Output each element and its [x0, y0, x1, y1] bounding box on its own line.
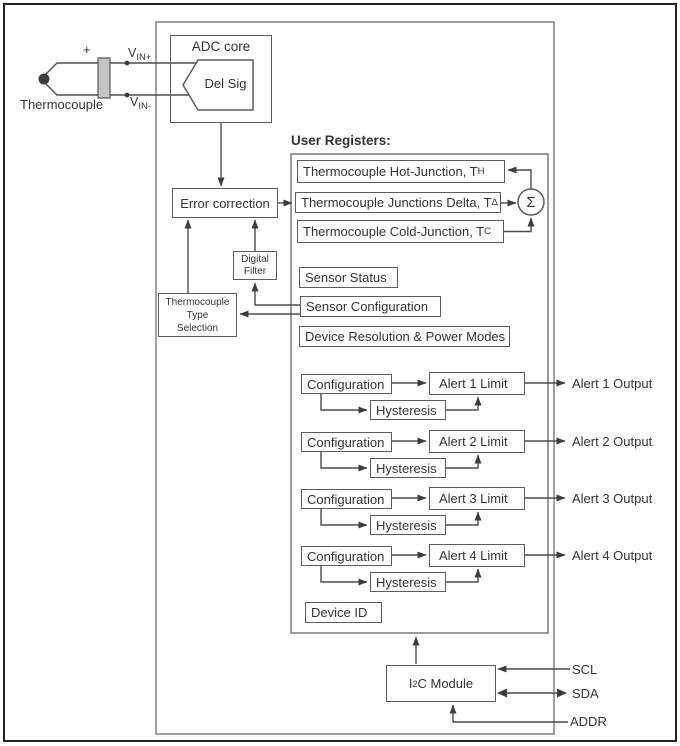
alert1-hysteresis-to-limit-arrow	[446, 396, 482, 411]
alert1-configuration-block: Configuration	[301, 374, 392, 394]
alert1-hysteresis-block: Hysteresis	[370, 400, 446, 420]
alert2-hysteresis-block: Hysteresis	[370, 458, 446, 478]
chip-boundary	[155, 21, 555, 735]
isolation-block	[97, 57, 111, 99]
error-correction-block: Error correction	[172, 188, 278, 218]
thermocouple-label: Thermocouple	[20, 97, 104, 112]
summation-symbol: Σ	[526, 194, 536, 211]
alert4-configuration-block: Configuration	[301, 546, 392, 566]
alert1-limit-block: Alert 1 Limit	[429, 372, 525, 395]
alert4-hysteresis-to-limit-arrow	[446, 568, 482, 583]
cold-junction-sub: C	[484, 226, 491, 237]
alert3-limit-block: Alert 3 Limit	[429, 487, 525, 510]
vin-pos-label: VIN+	[128, 46, 151, 63]
junctions-delta-text: Thermocouple Junctions Delta, T	[301, 195, 492, 210]
hot-junction-text: Thermocouple Hot-Junction, T	[303, 164, 478, 179]
alert3-hysteresis-to-limit-arrow	[446, 511, 482, 526]
adc-core-block: ADC core	[170, 35, 272, 123]
alert2-limit-block: Alert 2 Limit	[429, 430, 525, 453]
register-sensor-configuration: Sensor Configuration	[300, 296, 441, 317]
digital-filter-line1: Digital	[241, 253, 269, 265]
alert2-hysteresis-to-limit-arrow	[446, 454, 482, 469]
signal-arrows	[184, 123, 570, 723]
user-registers-boundary	[290, 153, 549, 634]
i2c-rest: C Module	[417, 676, 474, 691]
alert4-limit-block: Alert 4 Limit	[429, 544, 525, 567]
alert2-configuration-block: Configuration	[301, 432, 392, 452]
alert2-output-label: Alert 2 Output	[572, 434, 653, 449]
register-device-id: Device ID	[305, 602, 382, 623]
pin-sda-label: SDA	[572, 686, 599, 701]
vin-pos-base: V	[128, 46, 137, 60]
alert3-output-label: Alert 3 Output	[572, 491, 653, 506]
thermocouple-icon	[38, 57, 196, 99]
pin-scl-label: SCL	[572, 662, 598, 677]
tts-line1: Thermocouple	[165, 296, 230, 308]
junctions-delta-sub: Δ	[491, 197, 498, 208]
vin-neg-node	[124, 92, 130, 98]
polarity-plus-label: +	[83, 42, 91, 57]
thermocouple-type-selection-block: Thermocouple Type Selection	[158, 293, 237, 337]
addr-arrow	[449, 704, 568, 723]
del-sig-label: Del Sig	[204, 76, 247, 91]
pin-addr-label: ADDR	[570, 714, 607, 729]
alert1-config-to-hysteresis-arrow	[320, 394, 368, 414]
alert3-config-to-hysteresis-arrow	[320, 509, 368, 529]
cold-to-sigma-arrow	[504, 217, 535, 233]
digital-filter-line2: Filter	[243, 265, 267, 277]
config-to-filter-arrow	[251, 282, 300, 306]
digital-filter-block: Digital Filter	[233, 251, 277, 280]
hot-junction-sub: H	[477, 166, 485, 177]
sda-bidirectional-arrow	[497, 688, 567, 698]
tts-line3: Selection	[176, 322, 219, 334]
sigma-to-hot-arrow	[507, 166, 532, 189]
delta-sigma-symbol	[182, 59, 254, 111]
register-device-resolution: Device Resolution & Power Modes	[299, 326, 510, 347]
i2c-sup: 2	[412, 678, 418, 689]
vin-neg-base: V	[130, 95, 139, 109]
vin-pos-node	[124, 60, 130, 66]
alert1-output-label: Alert 1 Output	[572, 376, 653, 391]
tts-line2: Type	[186, 309, 209, 321]
vin-neg-sub: IN-	[138, 101, 152, 112]
adc-core-title: ADC core	[191, 39, 251, 54]
vin-pos-sub: IN+	[136, 52, 152, 63]
alert3-configuration-block: Configuration	[301, 489, 392, 509]
i2c-base: I	[408, 676, 413, 691]
alert4-output-label: Alert 4 Output	[572, 548, 653, 563]
alert2-config-to-hysteresis-arrow	[320, 452, 368, 472]
alert4-hysteresis-block: Hysteresis	[370, 572, 446, 592]
cold-junction-text: Thermocouple Cold-Junction, T	[303, 224, 485, 239]
user-registers-heading: User Registers:	[291, 133, 391, 148]
alert3-hysteresis-block: Hysteresis	[370, 515, 446, 535]
alert4-config-to-hysteresis-arrow	[320, 566, 368, 586]
vin-neg-label: VIN-	[130, 95, 151, 112]
page-border	[3, 3, 677, 742]
register-sensor-status: Sensor Status	[299, 267, 398, 288]
